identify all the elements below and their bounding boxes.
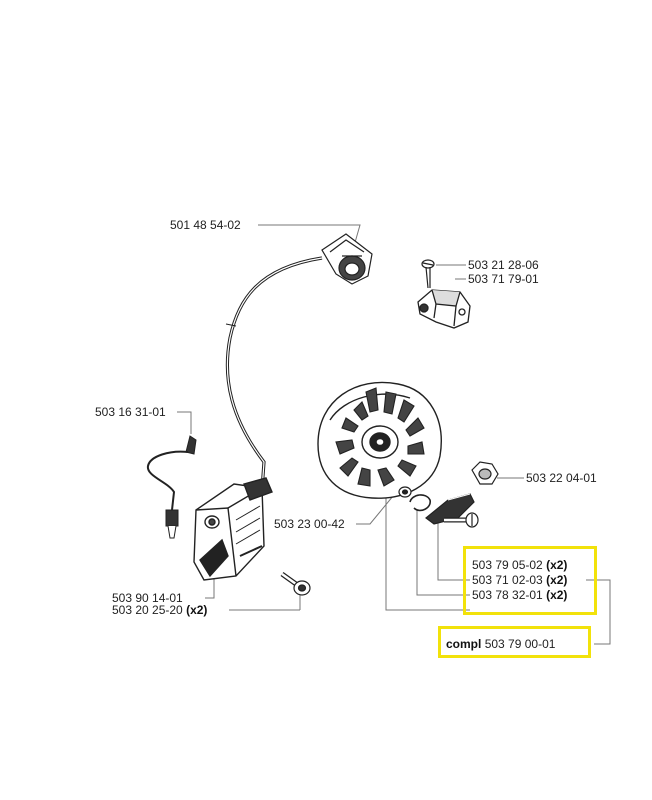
quantity-module-screw: (x2) bbox=[186, 603, 208, 617]
spring bbox=[409, 494, 431, 512]
flywheel-nut bbox=[471, 461, 499, 485]
hv-cable bbox=[225, 256, 323, 491]
flywheel bbox=[317, 381, 442, 499]
part-number-pawl-screw: 503 78 32-01 bbox=[472, 588, 543, 602]
part-number-spring: 503 71 02-03 bbox=[472, 573, 543, 587]
label-flywheel-nut[interactable]: 503 22 04-01 bbox=[526, 471, 597, 485]
part-number-complete-kit: 503 79 00-01 bbox=[484, 637, 556, 651]
ignition-module bbox=[193, 477, 273, 581]
pawl-screw bbox=[444, 512, 479, 528]
part-number-pawl: 503 79 05-02 bbox=[472, 558, 543, 572]
label-spring[interactable]: 503 71 02-03 (x2) bbox=[472, 573, 568, 587]
label-flywheel[interactable]: 503 23 00-42 bbox=[274, 517, 345, 531]
highlight-box-complete-kit bbox=[438, 626, 591, 658]
small-screw bbox=[421, 259, 435, 289]
label-bracket[interactable]: 503 71 79-01 bbox=[468, 272, 539, 286]
complete-word: compl bbox=[446, 637, 482, 651]
module-screw bbox=[280, 571, 311, 596]
label-ignition-module[interactable]: 503 90 14-01 bbox=[112, 591, 183, 605]
label-complete-kit[interactable]: compl 503 79 00-01 bbox=[446, 637, 556, 651]
label-hv-cap[interactable]: 501 48 54-02 bbox=[170, 218, 241, 232]
quantity-pawl: (x2) bbox=[546, 558, 568, 572]
switch-wire bbox=[146, 435, 197, 539]
label-small-screw[interactable]: 503 21 28-06 bbox=[468, 258, 539, 272]
quantity-spring: (x2) bbox=[546, 573, 568, 587]
highlight-box-pawl-kit bbox=[463, 546, 597, 615]
part-number-module-screw: 503 20 25-20 bbox=[112, 603, 183, 617]
label-pawl-screw[interactable]: 503 78 32-01 (x2) bbox=[472, 588, 568, 602]
label-pawl[interactable]: 503 79 05-02 (x2) bbox=[472, 558, 568, 572]
label-switch-wire[interactable]: 503 16 31-01 bbox=[95, 405, 166, 419]
spark-plug-cap bbox=[321, 233, 373, 285]
quantity-pawl-screw: (x2) bbox=[546, 588, 568, 602]
label-module-screw[interactable]: 503 20 25-20 (x2) bbox=[112, 603, 208, 617]
bracket bbox=[417, 289, 471, 329]
washer bbox=[398, 486, 412, 498]
leader-lines bbox=[177, 224, 611, 645]
pawl bbox=[425, 493, 475, 525]
